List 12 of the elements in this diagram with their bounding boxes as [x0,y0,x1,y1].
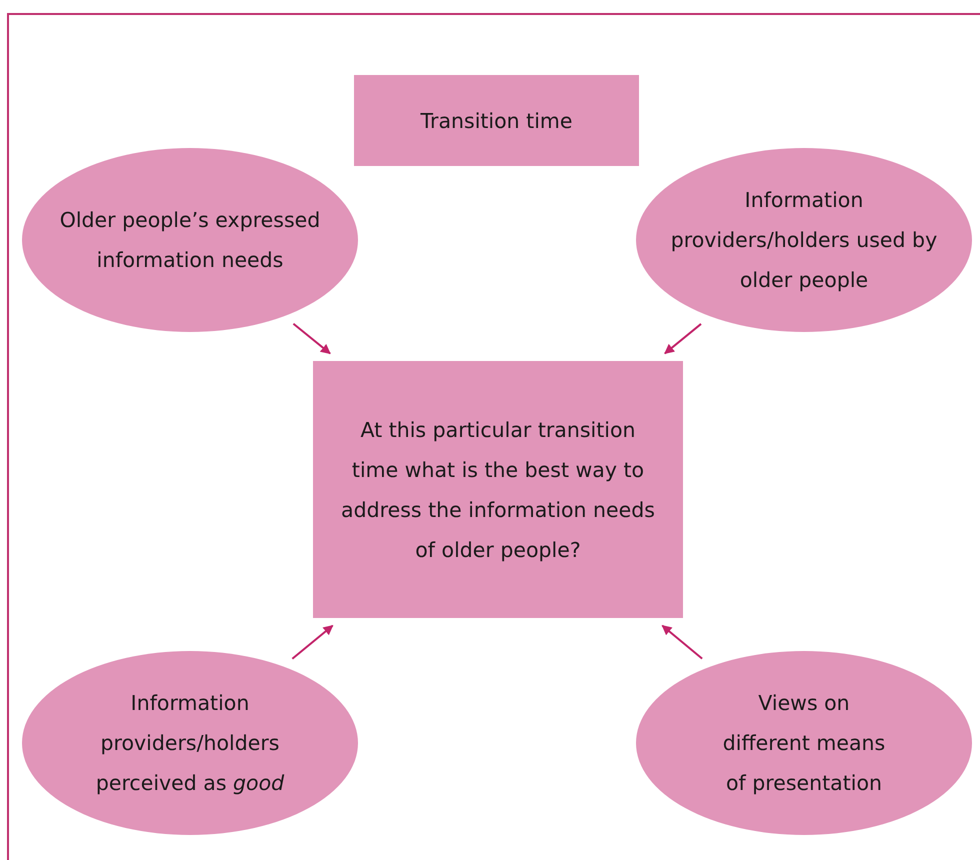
rectangle-node [313,361,683,618]
arrow [664,323,702,354]
node-text: Transition time [420,108,572,134]
arrow [292,624,334,660]
node-text: Views on different means of presentation [722,690,886,797]
rectangle-node [354,75,639,166]
arrow [662,624,703,660]
arrow [292,323,331,354]
node-text: Information providers/holders perceived as good [94,690,286,797]
node-text: Older people’s expressed information needs [58,207,322,274]
node-text: Information providers/holders used by older people [670,187,938,294]
node-text: At this particular transition time what is the best way to address the information needs of older people? [340,416,656,564]
